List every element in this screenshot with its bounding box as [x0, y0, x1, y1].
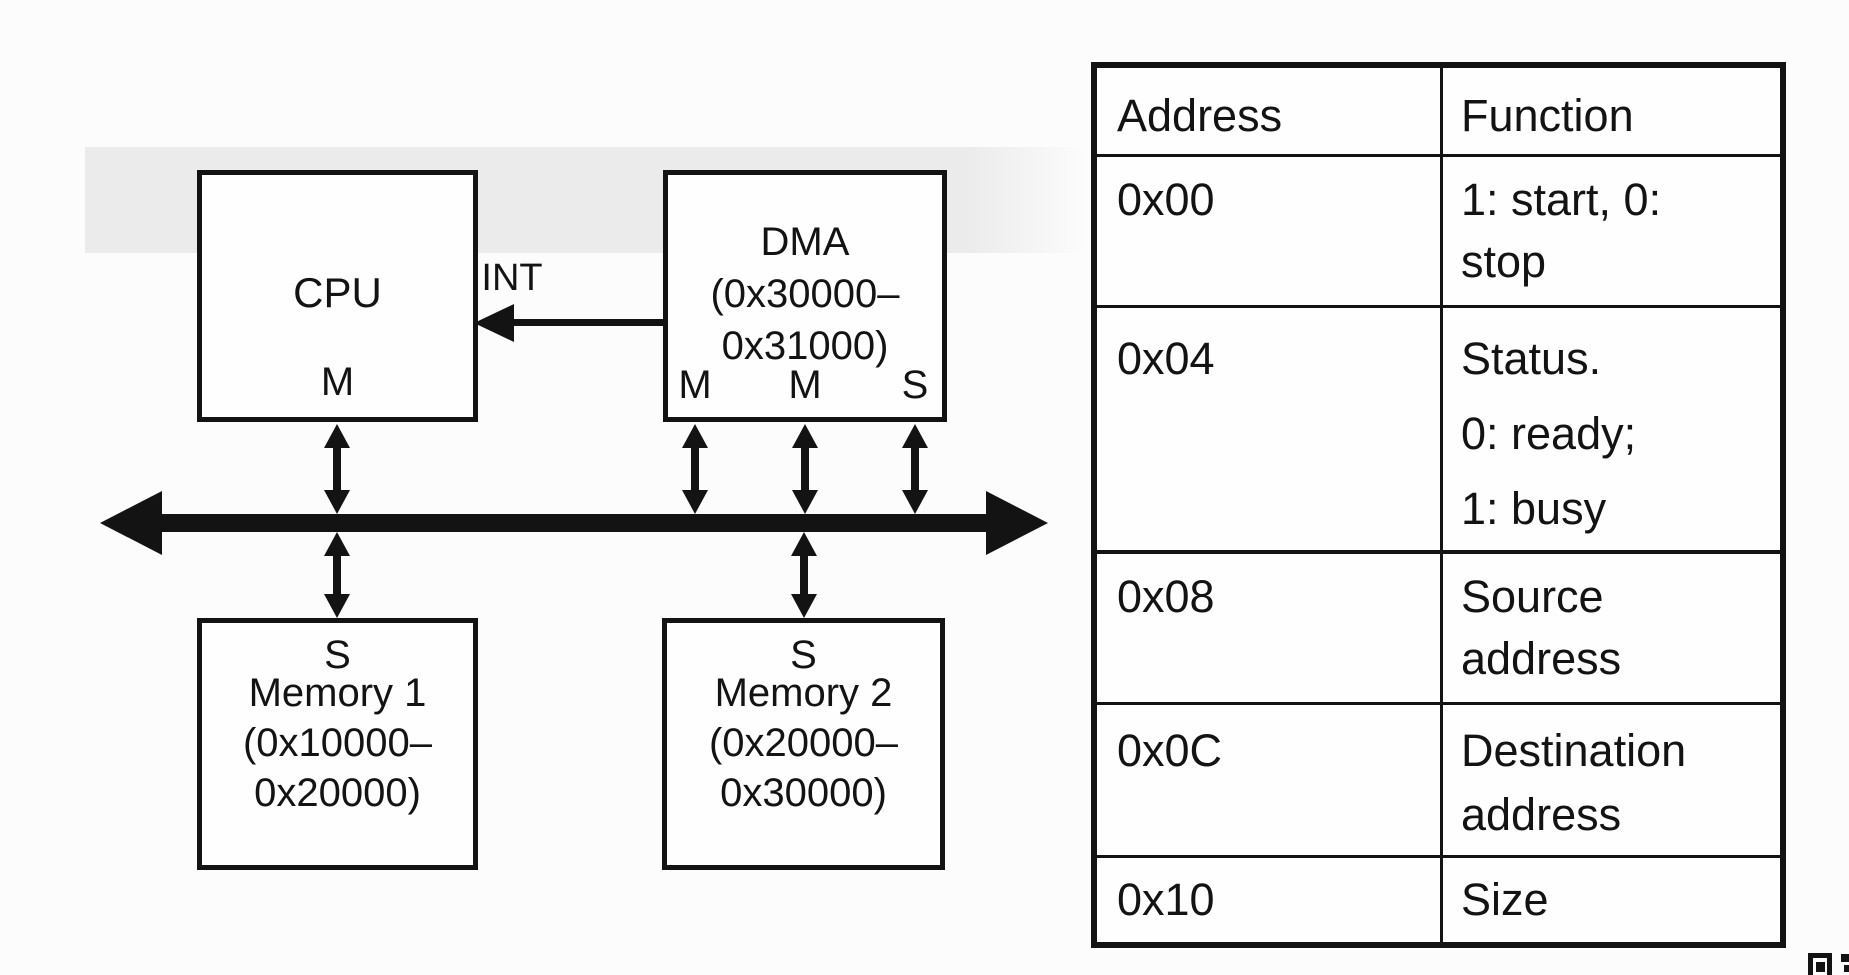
table-cell-function: Status. 0: ready; 1: busy	[1443, 308, 1780, 554]
dma-bus-arrow-m1	[682, 424, 708, 514]
dma-port-m2: M	[788, 363, 822, 407]
memory1-title: Memory 1	[248, 671, 427, 715]
bus-arrowhead-right-icon	[986, 491, 1048, 555]
table-cell-address: 0x04	[1097, 308, 1443, 554]
bus-memory1-arrow	[324, 532, 350, 618]
dma-bus-arrow-s	[902, 424, 928, 514]
dma-box: DMA (0x30000– 0x31000) M M S	[663, 170, 947, 422]
table-cell-address: 0x08	[1097, 554, 1443, 705]
memory2-range-line1: (0x20000–	[708, 721, 899, 765]
dma-port-m1: M	[678, 363, 712, 407]
memory2-label-block: Memory 2 (0x20000– 0x30000)	[667, 668, 940, 818]
register-table: Address Function 0x00 1: start, 0: stop …	[1091, 62, 1786, 948]
memory1-box: S Memory 1 (0x10000– 0x20000)	[197, 618, 478, 870]
table-cell-function: Source address	[1443, 554, 1780, 705]
int-arrowhead-left-icon	[474, 304, 514, 342]
memory1-label-block: Memory 1 (0x10000– 0x20000)	[202, 668, 473, 818]
memory1-range-line1: (0x10000–	[242, 721, 433, 765]
memory2-box: S Memory 2 (0x20000– 0x30000)	[662, 618, 945, 870]
memory1-port-s: S	[324, 633, 351, 677]
table-cell-address: 0x10	[1097, 858, 1443, 942]
dma-label-block: DMA (0x30000– 0x31000)	[668, 216, 942, 372]
bus-memory2-arrow	[791, 532, 817, 618]
table-cell-function: 1: start, 0: stop	[1443, 157, 1780, 308]
table-header-address: Address	[1097, 68, 1443, 157]
cpu-bus-arrow	[324, 424, 350, 514]
bus-arrowhead-left-icon	[100, 491, 162, 555]
table-cell-function: Size	[1461, 874, 1549, 925]
cpu-port-m: M	[320, 360, 355, 404]
int-label: INT	[481, 257, 543, 299]
table-cell-address: 0x0C	[1097, 705, 1443, 858]
dma-title: DMA	[760, 220, 850, 264]
memory2-port-s: S	[790, 633, 817, 677]
table-cell-address: 0x00	[1097, 157, 1443, 308]
memory1-range-line2: 0x20000)	[254, 771, 421, 815]
dma-range-line1: (0x30000–	[710, 272, 900, 316]
int-arrow-line	[505, 319, 663, 326]
dma-port-s: S	[901, 363, 929, 407]
dma-range-line2: 0x31000)	[721, 324, 889, 368]
table-header-function: Function	[1443, 68, 1780, 157]
qr-watermark-icon	[1808, 953, 1849, 975]
dma-bus-arrow-m2	[792, 424, 818, 514]
system-bus	[150, 514, 995, 532]
table-cell-function: Destination address	[1443, 705, 1780, 858]
cpu-label: CPU	[293, 269, 382, 316]
memory2-title: Memory 2	[714, 671, 893, 715]
memory2-range-line2: 0x30000)	[720, 771, 887, 815]
cpu-box: CPU M	[197, 170, 478, 422]
